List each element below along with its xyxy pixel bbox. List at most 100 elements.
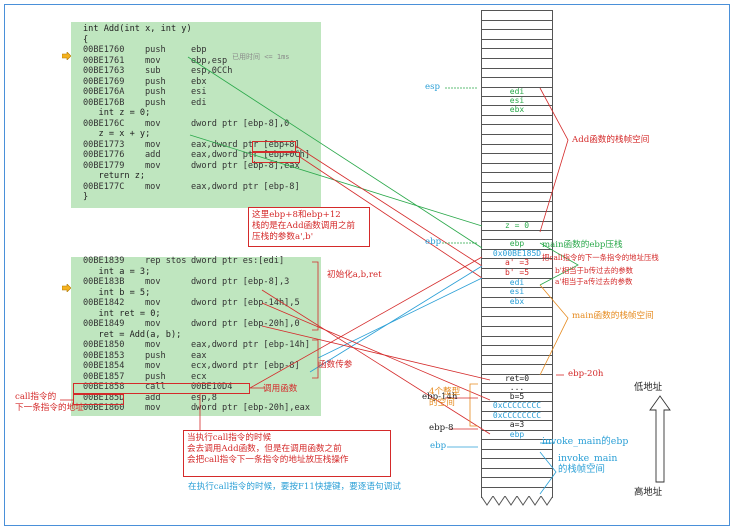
stack-slot-value: edi [509,87,525,96]
stack-slot [481,439,553,448]
stack-slot [481,392,553,401]
stack-slot [481,383,553,392]
code-line: 00BE1850 mov eax,dword ptr [ebp-14h] [83,340,310,351]
instruction-address: 00BE1769 [83,76,125,87]
instruction-pointer-icon [62,284,71,292]
ebp-minus-8-label: ebp-8 [429,423,454,433]
instruction-operands: ebp,esp [191,55,228,66]
stack-slot [481,182,553,191]
stack-slot [481,307,553,316]
instruction-address: 00BE1773 [83,139,125,150]
stack-column [481,10,553,498]
a-prime-note: a'相当于a传过去的参数 [555,277,633,286]
code-line: z = x + y; [83,129,151,140]
instruction-mnemonic: mov [145,340,161,350]
high-address-note: 高地址 [634,487,663,498]
instruction-address: 00BE1779 [83,160,125,171]
code-line: ret = Add(a, b); [83,330,182,341]
stack-slot [481,401,553,410]
stack-slot [481,134,553,143]
call-instruction-highlight [73,383,250,394]
instruction-address: 00BE1760 [83,45,125,55]
stack-slot [481,468,553,477]
stack-slot-value: 0x00BE185D [492,249,542,258]
ebp-param-note-box [248,207,370,247]
instruction-address: 00BE1776 [83,150,125,160]
stack-slot [481,458,553,467]
stack-slot [481,96,553,105]
instruction-operands: eax,dword ptr [ebp-14h] [191,340,310,350]
instruction-mnemonic: mov [145,403,161,413]
instruction-address: 00BE1860 [83,403,125,413]
stack-slot-value: ... [509,383,525,392]
instruction-mnemonic: mov [145,361,161,371]
code-line: { [83,35,88,46]
call-next-push-note: 把call指令的下一条指令的地址压栈 [542,253,659,262]
stack-slot [481,10,553,19]
stack-slot [481,58,553,67]
stack-slot-value: ebp [509,239,525,248]
stack-slot [481,211,553,220]
stack-slot [481,258,553,267]
stack-slot [481,430,553,439]
stack-slot-value: edi [509,278,525,287]
stack-slot [481,345,553,354]
instruction-mnemonic: push [145,97,166,108]
f11-tip-note: 在执行call指令的时候，要按F11快捷键，要逐语句调试 [188,482,401,492]
stack-slot [481,477,553,486]
stack-slot-value: esi [509,287,525,296]
elapsed-time-hint: 已用时间 <= 1ms [232,53,290,61]
stack-slot [481,77,553,86]
instruction-operands: dword ptr [ebp-14h],5 [191,298,300,308]
param-pass-note: 函数传参 [318,360,353,370]
ebp-minus-20h-label: ebp-20h [568,369,604,379]
instruction-address: 00BE1850 [83,340,125,350]
instruction-address: 00BE185D [83,392,125,403]
instruction-mnemonic: mov [145,319,161,329]
stack-slot [481,487,553,496]
call-next-addr-note: call指令的 下一条指令的地址 [15,392,84,413]
instruction-address: 00BE1854 [83,361,125,371]
stack-slot [481,249,553,258]
ebp-add-label: ebp [425,237,442,247]
code-line: int Add(int x, int y) [83,24,192,35]
stack-slot [481,230,553,239]
stack-slot-value: b' =5 [504,268,530,277]
ebp-plus-8-highlight [252,141,296,152]
instruction-mnemonic: mov [145,139,161,150]
stack-slot [481,449,553,458]
instruction-operands: 00BE10D4 [191,382,233,392]
instruction-address: 00BE1853 [83,350,125,361]
stack-slot-value: ebx [509,297,525,306]
instruction-mnemonic: mov [145,118,161,129]
instruction-operands: ebp [191,45,207,55]
ebp-minus-14h-label: ebp-14h [422,392,458,402]
return-address-highlight [73,394,124,405]
main-frame-note: main函数的栈帧空间 [572,311,654,321]
source-text: return z; [83,171,146,181]
stack-slot-value: b=5 [509,392,525,401]
instruction-address: 00BE1761 [83,55,125,66]
instruction-mnemonic: push [145,371,166,382]
instruction-mnemonic: mov [145,160,161,171]
instruction-address: 00BE1842 [83,298,125,308]
instruction-operands: ecx,dword ptr [ebp-8] [191,361,300,371]
call-explain-note: 当执行call指令的时候 会去调用Add函数，但是在调用函数之前 会把call指… [187,433,349,465]
stack-slot-value: z = 0 [504,221,530,230]
stack-slot [481,153,553,162]
instruction-operands: dword ptr [ebp-8],3 [191,277,290,287]
instruction-mnemonic: mov [145,298,161,308]
b-prime-note: b'相当于b传过去的参数 [555,266,634,275]
stack-slot [481,287,553,296]
stack-slot [481,221,553,230]
stack-slot [481,144,553,153]
